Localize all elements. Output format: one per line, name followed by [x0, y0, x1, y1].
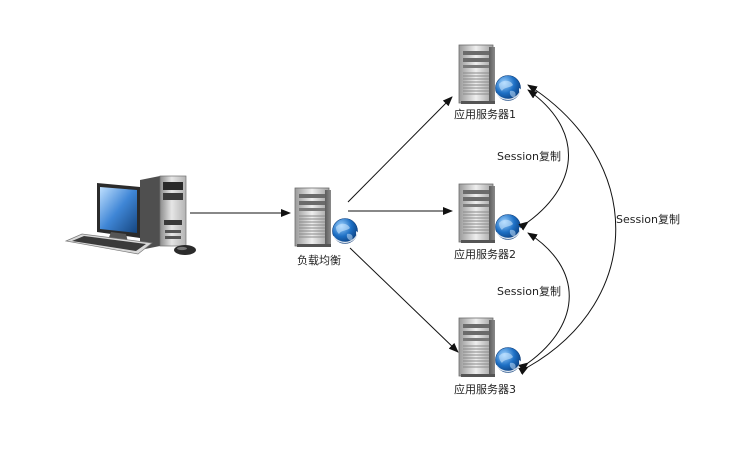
app-server-3-icon: [458, 317, 523, 378]
server-1-label: 应用服务器1: [454, 108, 516, 121]
app-server-1-icon: [458, 44, 523, 105]
lb-to-server1-arrow: [347, 96, 453, 203]
tower-case-icon: [140, 175, 187, 250]
session-copy-1-2-curve: [518, 89, 569, 231]
keyboard-icon: [64, 233, 153, 255]
mouse-icon: [174, 245, 196, 255]
session-copy-label-1-2: Session复制: [497, 150, 561, 163]
server-3-label: 应用服务器3: [454, 383, 516, 396]
lb-to-server3-arrow: [349, 247, 459, 353]
server-2-label: 应用服务器2: [454, 248, 516, 261]
load-balancer-server-icon: [294, 187, 360, 248]
client-computer-icon: [64, 175, 196, 255]
session-copy-label-2-3: Session复制: [497, 285, 561, 298]
app-server-2-icon: [458, 183, 523, 244]
monitor-icon: [97, 183, 140, 242]
session-copy-2-3-curve: [518, 232, 570, 372]
session-copy-label-1-3: Session复制: [616, 213, 680, 226]
load-balancer-label: 负载均衡: [297, 254, 341, 267]
session-copy-1-3-curve: [518, 84, 617, 375]
